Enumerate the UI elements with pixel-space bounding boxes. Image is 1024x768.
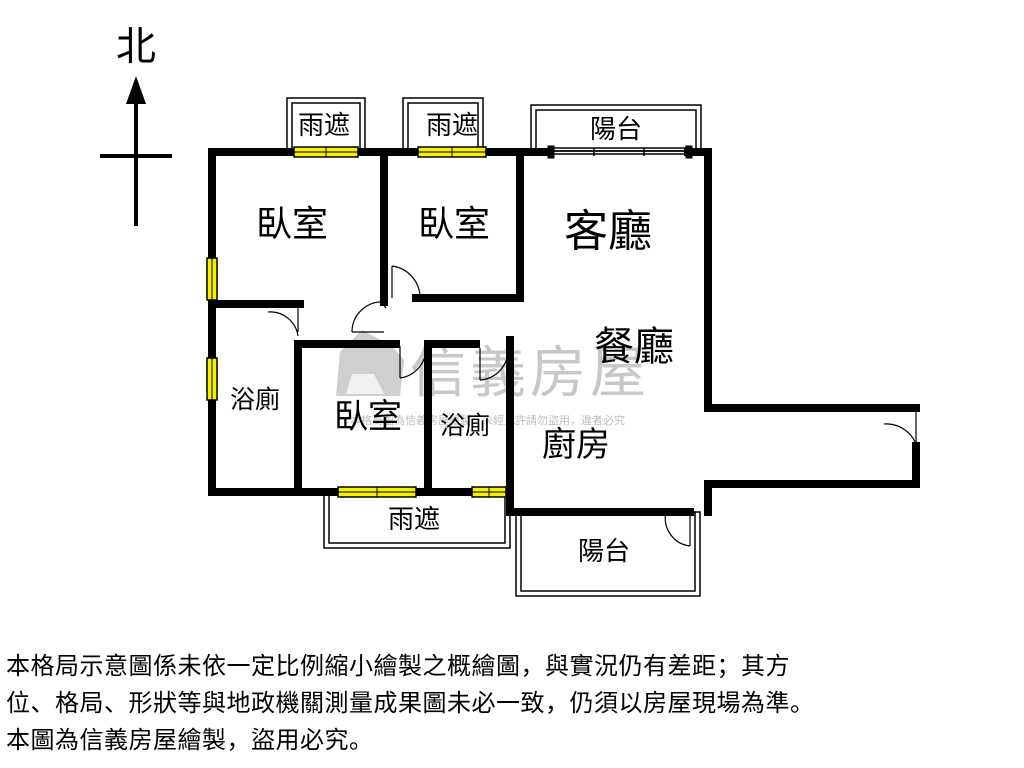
disclaimer-line-2: 位、格局、形狀等與地政機關測量成果圖未必一致，仍須以房屋現場為準。 xyxy=(6,689,815,717)
window-left-upper xyxy=(206,257,218,301)
compass-north-label: 北 xyxy=(116,24,156,70)
disclaimer: 本格局示意圖係未依一定比例縮小繪製之概繪圖，與實況仍有差距；其方 位、格局、形狀… xyxy=(6,648,1020,759)
window-top-middle xyxy=(417,146,487,158)
door-kitchen-balcony xyxy=(664,511,691,547)
door-entrance xyxy=(883,406,920,445)
door-top-middle-bedroom xyxy=(391,265,421,299)
watermark-notice: 本格局圖為信義房屋繪製，未經允許請勿盜用，違者必究 xyxy=(350,413,625,427)
room-dining: 餐廳 xyxy=(594,324,674,370)
disclaimer-line-1: 本格局示意圖係未依一定比例縮小繪製之概繪圖，與實況仍有差距；其方 xyxy=(6,652,790,680)
awning-bottom-label: 雨遮 xyxy=(388,505,440,535)
window-left-lower xyxy=(206,357,218,401)
balcony-top-label: 陽台 xyxy=(590,115,642,145)
door-bottom-bedroom xyxy=(399,346,427,379)
door-left-bath xyxy=(267,306,299,337)
doors xyxy=(267,265,920,547)
window-bottom-bath xyxy=(471,486,507,498)
room-bathroom-right: 浴廁 xyxy=(440,411,490,440)
room-bathroom-left: 浴廁 xyxy=(230,385,280,414)
watermark-house-logo-icon xyxy=(336,330,404,396)
room-bedroom-bottom: 臥室 xyxy=(334,397,402,437)
compass: 北 xyxy=(100,24,172,226)
awning-top-left-label: 雨遮 xyxy=(298,111,350,141)
balcony-bottom-label: 陽台 xyxy=(578,537,630,567)
room-labels: 臥室 臥室 客廳 餐廳 廚房 臥室 浴廁 浴廁 雨遮 雨遮 陽台 雨遮 陽台 xyxy=(230,111,674,567)
room-bedroom-top-left: 臥室 xyxy=(256,204,328,245)
north-arrow-icon xyxy=(100,76,172,226)
window-top-left xyxy=(293,146,359,158)
disclaimer-line-3: 本圖為信義房屋繪製，盜用必究。 xyxy=(6,726,374,754)
door-top-left-bedroom xyxy=(351,299,387,333)
awning-top-middle-label: 雨遮 xyxy=(426,111,478,141)
floor-plan: 信義房屋 本格局圖為信義房屋繪製，未經允許請勿盜用，違者必究 北 xyxy=(100,24,920,597)
room-kitchen: 廚房 xyxy=(542,425,610,465)
door-right-bath xyxy=(479,348,509,381)
watermark-brand: 信義房屋 xyxy=(410,341,650,406)
window-bottom-bedroom xyxy=(337,486,417,498)
room-bedroom-top-middle: 臥室 xyxy=(418,204,490,245)
room-living: 客廳 xyxy=(564,206,652,257)
sliding-door-living xyxy=(547,145,693,159)
windows xyxy=(206,145,693,498)
